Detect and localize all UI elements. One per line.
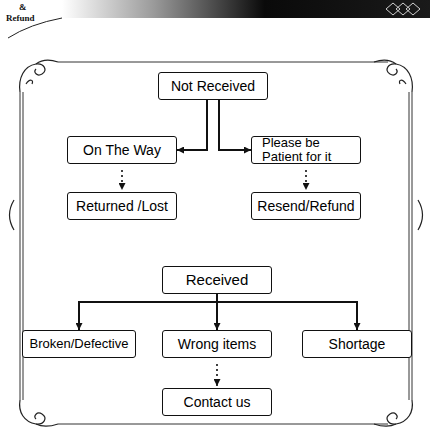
issue-box: Broken/Defective xyxy=(22,330,136,358)
status-box: Not Received xyxy=(158,72,268,100)
issue-box: Wrong items xyxy=(162,330,272,358)
node-label: Please be Patient for it xyxy=(262,136,348,163)
issue-box: Shortage xyxy=(302,330,412,358)
header-text: & xyxy=(19,2,27,12)
header-bar xyxy=(62,0,430,18)
status-box: On The Way xyxy=(67,136,177,164)
node-label: Broken/Defective xyxy=(30,337,129,351)
outcome-box: Resend/Refund xyxy=(251,192,361,220)
header-diamonds xyxy=(386,3,420,15)
flow-arrow xyxy=(79,294,217,330)
node-label: Wrong items xyxy=(178,337,256,352)
node-label: Contact us xyxy=(184,395,251,410)
node-label: Returned /Lost xyxy=(76,199,168,214)
action-box: Contact us xyxy=(162,388,272,416)
header-text: Refund xyxy=(6,13,35,23)
node-label: Received xyxy=(186,272,249,288)
ornamental-frame xyxy=(20,62,412,424)
corner-flourish xyxy=(10,60,423,426)
dotted-arrow xyxy=(216,364,218,386)
status-box: Received xyxy=(162,266,272,294)
flow-arrow xyxy=(217,294,357,330)
outcome-box: Returned /Lost xyxy=(67,192,177,220)
dotted-arrow xyxy=(121,170,123,190)
dotted-arrow xyxy=(305,170,307,190)
node-label: Shortage xyxy=(329,337,386,352)
status-box: Please be Patient for it xyxy=(251,136,361,164)
flow-arrow xyxy=(177,100,207,150)
node-label: On The Way xyxy=(83,143,161,158)
node-label: Not Received xyxy=(171,79,255,94)
flow-arrow xyxy=(216,294,218,330)
flow-arrow xyxy=(219,100,251,150)
node-label: Resend/Refund xyxy=(257,199,354,214)
